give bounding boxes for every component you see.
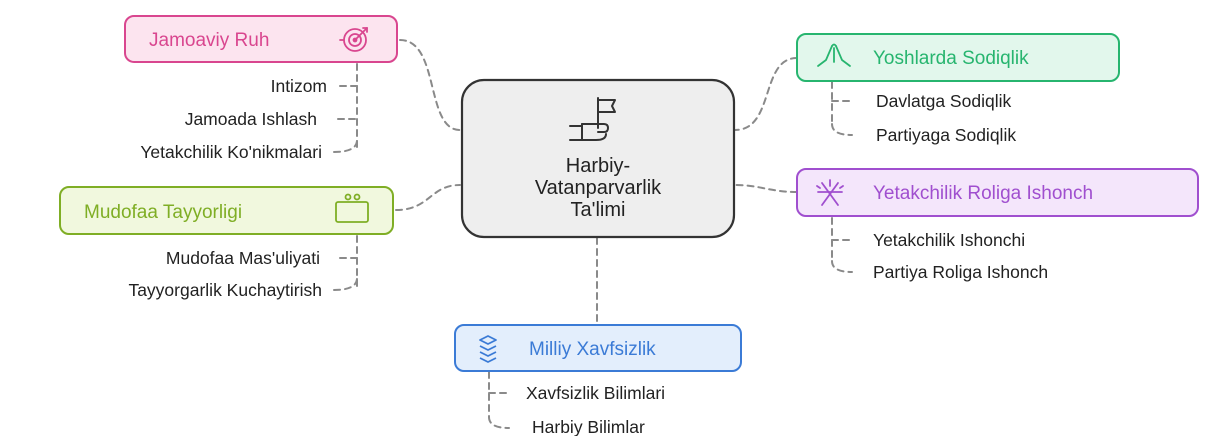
leaf-xavfsizlik-bilimlari: Xavfsizlik Bilimlari: [526, 383, 665, 403]
node-yoshlarda-sodiqlik[interactable]: Yoshlarda Sodiqlik: [796, 33, 1120, 82]
target-icon: [339, 27, 368, 52]
leaf-mudofaa-masuliyati: Mudofaa Mas'uliyati: [166, 248, 320, 268]
security-stack-icon: [479, 335, 497, 363]
toolbox-icon: [335, 193, 369, 223]
leaf-davlatga-sodiqlik: Davlatga Sodiqlik: [876, 91, 1011, 111]
center-node[interactable]: Harbiy- Vatanparvarlik Ta'limi: [460, 78, 736, 239]
leaf-partiya-roliga-ishonch: Partiya Roliga Ishonch: [873, 262, 1048, 282]
connector-yetakchilik: [734, 184, 798, 193]
leaf-jamoada-ishlash: Jamoada Ishlash: [185, 109, 317, 129]
node-yetakchilik-roliga-ishonch[interactable]: Yetakchilik Roliga Ishonch: [796, 168, 1199, 217]
leaf-tayyorgarlik-kuchaytirish: Tayyorgarlik Kuchaytirish: [128, 280, 322, 300]
leaf-yetakchilik-ishonchi: Yetakchilik Ishonchi: [873, 230, 1025, 250]
leaf-intizom: Intizom: [271, 76, 327, 96]
connector-jamoaviy: [399, 39, 461, 131]
hand-flag-icon: [569, 97, 616, 141]
leaf-connector: [831, 123, 853, 136]
praying-hands-icon: [817, 43, 851, 67]
center-title-line-2: Vatanparvarlik: [535, 177, 662, 199]
leaf-connector: [333, 277, 358, 291]
node-jamoaviy-ruh[interactable]: Jamoaviy Ruh: [124, 15, 398, 63]
center-title-line-1: Harbiy-: [566, 155, 630, 177]
node-yoshlar-label: Yoshlarda Sodiqlik: [873, 48, 1029, 69]
node-milliy-label: Milliy Xavfsizlik: [529, 339, 656, 360]
leaf-connector: [333, 139, 358, 153]
center-title-line-3: Ta'limi: [571, 199, 626, 221]
leaf-connector: [831, 260, 853, 273]
connector-yoshlar: [734, 57, 798, 131]
leaf-connector: [488, 416, 510, 429]
node-jamoaviy-label: Jamoaviy Ruh: [149, 30, 269, 51]
leaf-yetakchilik-konikmalari: Yetakchilik Ko'nikmalari: [140, 142, 322, 162]
leaf-partiyaga-sodiqlik: Partiyaga Sodiqlik: [876, 125, 1016, 145]
celebration-icon: [816, 179, 844, 206]
connector-mudofaa: [395, 184, 461, 211]
node-yetakchilik-label: Yetakchilik Roliga Ishonch: [873, 183, 1093, 204]
leaf-harbiy-bilimlar: Harbiy Bilimlar: [532, 417, 645, 436]
node-mudofaa-tayyorligi[interactable]: Mudofaa Tayyorligi: [59, 186, 394, 235]
node-mudofaa-label: Mudofaa Tayyorligi: [84, 202, 242, 223]
node-milliy-xavfsizlik[interactable]: Milliy Xavfsizlik: [454, 324, 742, 372]
